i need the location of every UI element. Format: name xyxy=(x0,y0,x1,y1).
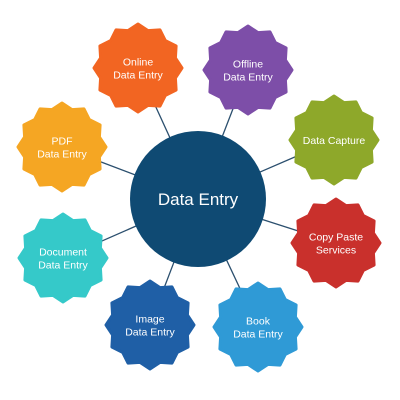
node-label-offline: Data Entry xyxy=(223,72,273,84)
node-badge-offline xyxy=(202,24,294,116)
connectors xyxy=(97,102,300,293)
connector-data-capture xyxy=(258,154,300,174)
node-data-capture: Data Capture xyxy=(288,94,380,186)
node-label-document: Document xyxy=(39,247,87,259)
node-label-image: Data Entry xyxy=(125,327,175,339)
node-label-data-capture: Data Capture xyxy=(303,135,366,147)
node-label-online: Online xyxy=(123,57,154,69)
node-badge-image xyxy=(104,279,196,371)
node-label-pdf: Data Entry xyxy=(37,149,87,161)
connector-offline xyxy=(221,105,235,138)
node-badge-book xyxy=(212,281,304,373)
node-badge-online xyxy=(92,22,184,114)
connector-book xyxy=(225,258,243,293)
node-label-image: Image xyxy=(135,314,164,326)
node-label-offline: Offline xyxy=(233,59,263,71)
node-label-copy-paste: Services xyxy=(316,245,356,257)
connector-pdf xyxy=(97,159,137,177)
connector-image xyxy=(162,260,176,290)
connector-document xyxy=(97,224,138,244)
node-label-copy-paste: Copy Paste xyxy=(309,232,363,244)
node-badge-copy-paste xyxy=(290,197,382,289)
center-circle xyxy=(130,131,266,267)
center-node: Data Entry xyxy=(130,131,266,267)
node-label-book: Data Entry xyxy=(233,329,283,341)
node-label-online: Data Entry xyxy=(113,70,163,82)
connector-copy-paste xyxy=(260,218,300,233)
node-badge-data-capture xyxy=(288,94,380,186)
node-label-book: Book xyxy=(246,316,271,328)
node-label-document: Data Entry xyxy=(38,260,88,272)
node-label-pdf: PDF xyxy=(52,136,73,148)
node-badge-document xyxy=(17,212,109,304)
connector-online xyxy=(153,102,172,140)
center-label: Data Entry xyxy=(158,190,239,209)
node-badge-pdf xyxy=(16,101,108,193)
